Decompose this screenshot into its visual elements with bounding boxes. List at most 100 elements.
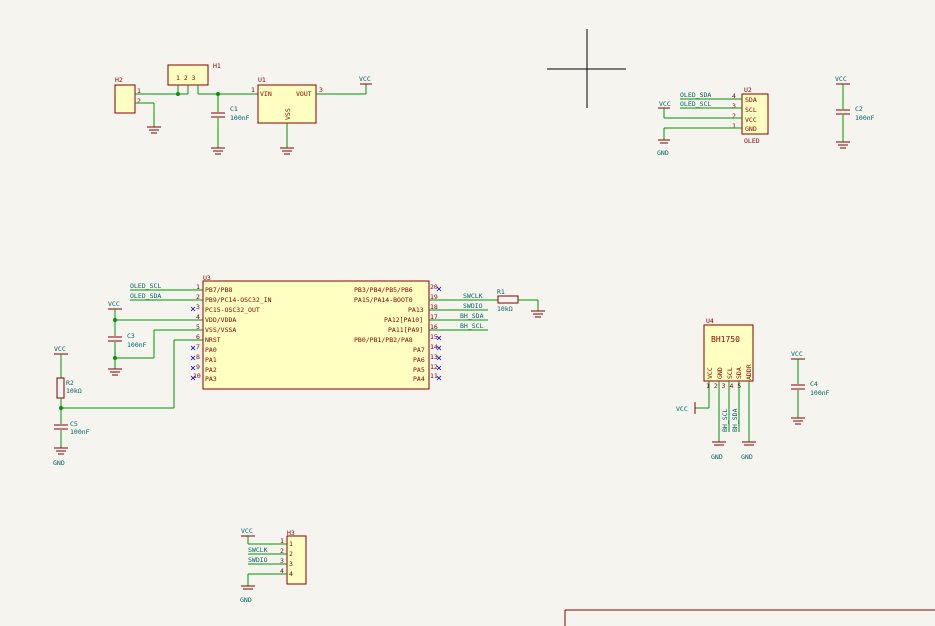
svg-text:VDD/VDDA: VDD/VDDA <box>205 316 236 324</box>
svg-text:19: 19 <box>430 293 438 301</box>
svg-text:12: 12 <box>430 363 438 371</box>
svg-text:PB0/PB1/PB2/PA8: PB0/PB1/PB2/PA8 <box>354 336 413 344</box>
svg-text:PA5: PA5 <box>413 366 425 374</box>
svg-text:OLED: OLED <box>744 137 760 145</box>
svg-text:PB3/PB4/PB5/PB6: PB3/PB4/PB5/PB6 <box>354 286 413 294</box>
svg-text:20: 20 <box>430 283 438 291</box>
svg-text:C3: C3 <box>127 332 135 340</box>
svg-text:BH_SDA: BH_SDA <box>460 312 484 320</box>
c1-capacitor[interactable]: C1 100nF <box>211 94 250 155</box>
u2-oled[interactable]: U2 SDA SCL VCC GND OLED 4 3 2 1 OLED_SDA… <box>657 86 769 157</box>
svg-text:U2: U2 <box>744 86 752 94</box>
h3-swd-header[interactable]: H3 1 2 3 4 1 2 3 4 VCC SWCLK SWDIO GND <box>240 527 307 604</box>
svg-text:6: 6 <box>196 333 200 341</box>
svg-text:100nF: 100nF <box>70 428 90 436</box>
svg-text:BH_SCL: BH_SCL <box>721 408 729 432</box>
svg-text:GND: GND <box>716 367 724 379</box>
svg-text:PA7: PA7 <box>413 346 425 354</box>
svg-text:1 2 3 4 5: 1 2 3 4 5 <box>706 382 741 390</box>
svg-text:PA2: PA2 <box>205 366 217 374</box>
svg-text:H3: H3 <box>287 529 295 537</box>
svg-text:4: 4 <box>289 570 293 578</box>
svg-text:BH_SCL: BH_SCL <box>460 322 484 330</box>
svg-text:PA3: PA3 <box>205 375 217 383</box>
svg-text:NRST: NRST <box>205 336 221 344</box>
svg-text:9: 9 <box>196 363 200 371</box>
svg-text:14: 14 <box>430 343 438 351</box>
svg-text:PA11[PA9]: PA11[PA9] <box>388 326 423 334</box>
h2-connector[interactable]: H2 1 2 <box>114 76 178 134</box>
svg-text:C1: C1 <box>230 105 238 113</box>
c5-capacitor[interactable]: C5 100nF GND <box>53 420 90 467</box>
svg-text:1: 1 <box>289 540 293 548</box>
u3-mcu[interactable]: U3 PB7/PB8 PB9/PC14-OSC32_IN PC15-OSC32_… <box>61 274 498 409</box>
svg-text:10: 10 <box>193 372 201 380</box>
svg-text:BH_SDA: BH_SDA <box>731 408 739 432</box>
svg-text:GND: GND <box>711 453 723 461</box>
c3-capacitor[interactable]: VCC C3 100nF <box>108 300 147 376</box>
svg-text:2: 2 <box>732 112 736 120</box>
svg-text:PA1: PA1 <box>205 356 217 364</box>
svg-text:17: 17 <box>430 313 438 321</box>
svg-text:R2: R2 <box>66 379 74 387</box>
svg-text:VCC: VCC <box>676 405 688 413</box>
svg-text:C4: C4 <box>810 380 818 388</box>
h1-switch[interactable]: H1 1 2 3 <box>167 62 258 96</box>
svg-text:PC15-OSC32_OUT: PC15-OSC32_OUT <box>205 306 260 314</box>
r1-resistor[interactable]: R1 10kΩ <box>497 288 545 318</box>
c4-capacitor[interactable]: VCC C4 100nF <box>791 350 830 425</box>
svg-text:GND: GND <box>657 149 669 157</box>
svg-text:PA4: PA4 <box>413 375 425 383</box>
svg-text:13: 13 <box>430 353 438 361</box>
svg-text:VSS/VSSA: VSS/VSSA <box>205 326 236 334</box>
svg-text:4: 4 <box>280 567 284 575</box>
svg-text:U3: U3 <box>203 274 211 282</box>
svg-text:1: 1 <box>137 87 141 95</box>
u4-bh1750[interactable]: U4 BH1750 VCC GND SCL SDA ADDR 1 2 3 4 5… <box>676 317 756 461</box>
svg-text:R1: R1 <box>497 288 505 296</box>
svg-text:15: 15 <box>430 333 438 341</box>
svg-text:U1: U1 <box>258 76 266 84</box>
svg-text:3: 3 <box>196 303 200 311</box>
svg-text:C2: C2 <box>855 105 863 113</box>
svg-text:3: 3 <box>732 102 736 110</box>
svg-text:3: 3 <box>280 557 284 565</box>
svg-text:OLED_SCL: OLED_SCL <box>130 282 161 290</box>
svg-text:100nF: 100nF <box>810 389 830 397</box>
svg-text:3: 3 <box>319 86 323 94</box>
svg-text:SWCLK: SWCLK <box>248 546 268 554</box>
svg-text:VCC: VCC <box>706 367 714 379</box>
svg-text:OLED_SCL: OLED_SCL <box>680 100 711 108</box>
u1-regulator[interactable]: U1 VIN VOUT VSS 1 3 VCC <box>251 75 372 155</box>
svg-text:BH1750: BH1750 <box>711 335 740 344</box>
svg-text:VCC: VCC <box>241 527 253 535</box>
svg-text:VCC: VCC <box>108 300 120 308</box>
svg-text:1 2 3: 1 2 3 <box>176 74 196 82</box>
svg-text:8: 8 <box>196 353 200 361</box>
svg-text:PB9/PC14-OSC32_IN: PB9/PC14-OSC32_IN <box>205 296 272 304</box>
c2-capacitor[interactable]: VCC C2 100nF <box>835 75 875 149</box>
svg-text:100nF: 100nF <box>127 341 147 349</box>
svg-text:PA15/PA14-BOOT0: PA15/PA14-BOOT0 <box>354 296 413 304</box>
svg-text:100nF: 100nF <box>230 114 250 122</box>
svg-text:VCC: VCC <box>835 75 847 83</box>
r2-resistor[interactable]: VCC R2 10kΩ <box>54 345 82 424</box>
svg-text:PA12[PA10]: PA12[PA10] <box>384 316 423 324</box>
svg-text:4: 4 <box>732 92 736 100</box>
svg-text:SWCLK: SWCLK <box>463 292 483 300</box>
svg-text:VSS: VSS <box>284 108 292 120</box>
crosshair-cursor <box>547 29 626 108</box>
svg-text:2: 2 <box>280 547 284 555</box>
svg-text:SWDIO: SWDIO <box>463 302 483 310</box>
svg-text:VCC: VCC <box>659 100 671 108</box>
svg-text:SWDIO: SWDIO <box>248 556 268 564</box>
svg-text:OLED_SDA: OLED_SDA <box>680 91 711 99</box>
svg-text:PB7/PB8: PB7/PB8 <box>205 286 232 294</box>
svg-text:10kΩ: 10kΩ <box>497 305 513 313</box>
svg-text:1: 1 <box>280 537 284 545</box>
svg-text:18: 18 <box>430 303 438 311</box>
svg-text:7: 7 <box>196 343 200 351</box>
svg-text:VIN: VIN <box>260 90 272 98</box>
